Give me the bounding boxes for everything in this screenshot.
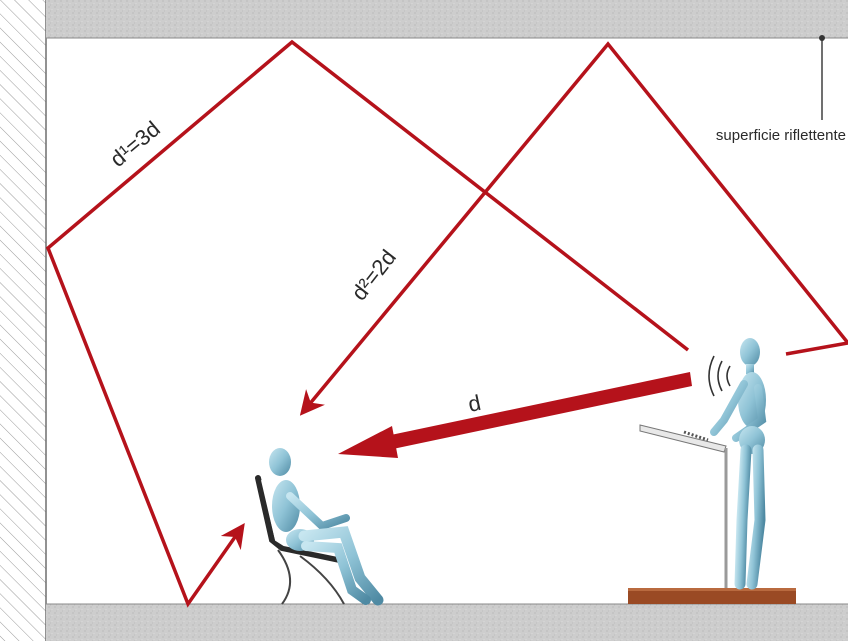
direct-path-arrow bbox=[338, 372, 692, 458]
second-reflection-path bbox=[299, 41, 848, 416]
ceiling-reflective-surface bbox=[46, 0, 848, 38]
floor bbox=[46, 604, 848, 641]
seated-mannequin-icon bbox=[255, 448, 384, 606]
first-reflection-path bbox=[45, 39, 690, 608]
reflective-surface-pointer bbox=[819, 35, 825, 120]
standing-mannequin-icon bbox=[628, 338, 796, 604]
sound-waves-icon bbox=[708, 355, 731, 397]
reflective-surface-label: superficie riflettente bbox=[716, 127, 846, 144]
left-wall bbox=[0, 0, 46, 641]
second-reflection-label: d²=2d bbox=[346, 245, 401, 305]
first-reflection-label: d¹=3d bbox=[105, 116, 165, 172]
direct-path-label: d bbox=[466, 390, 483, 417]
